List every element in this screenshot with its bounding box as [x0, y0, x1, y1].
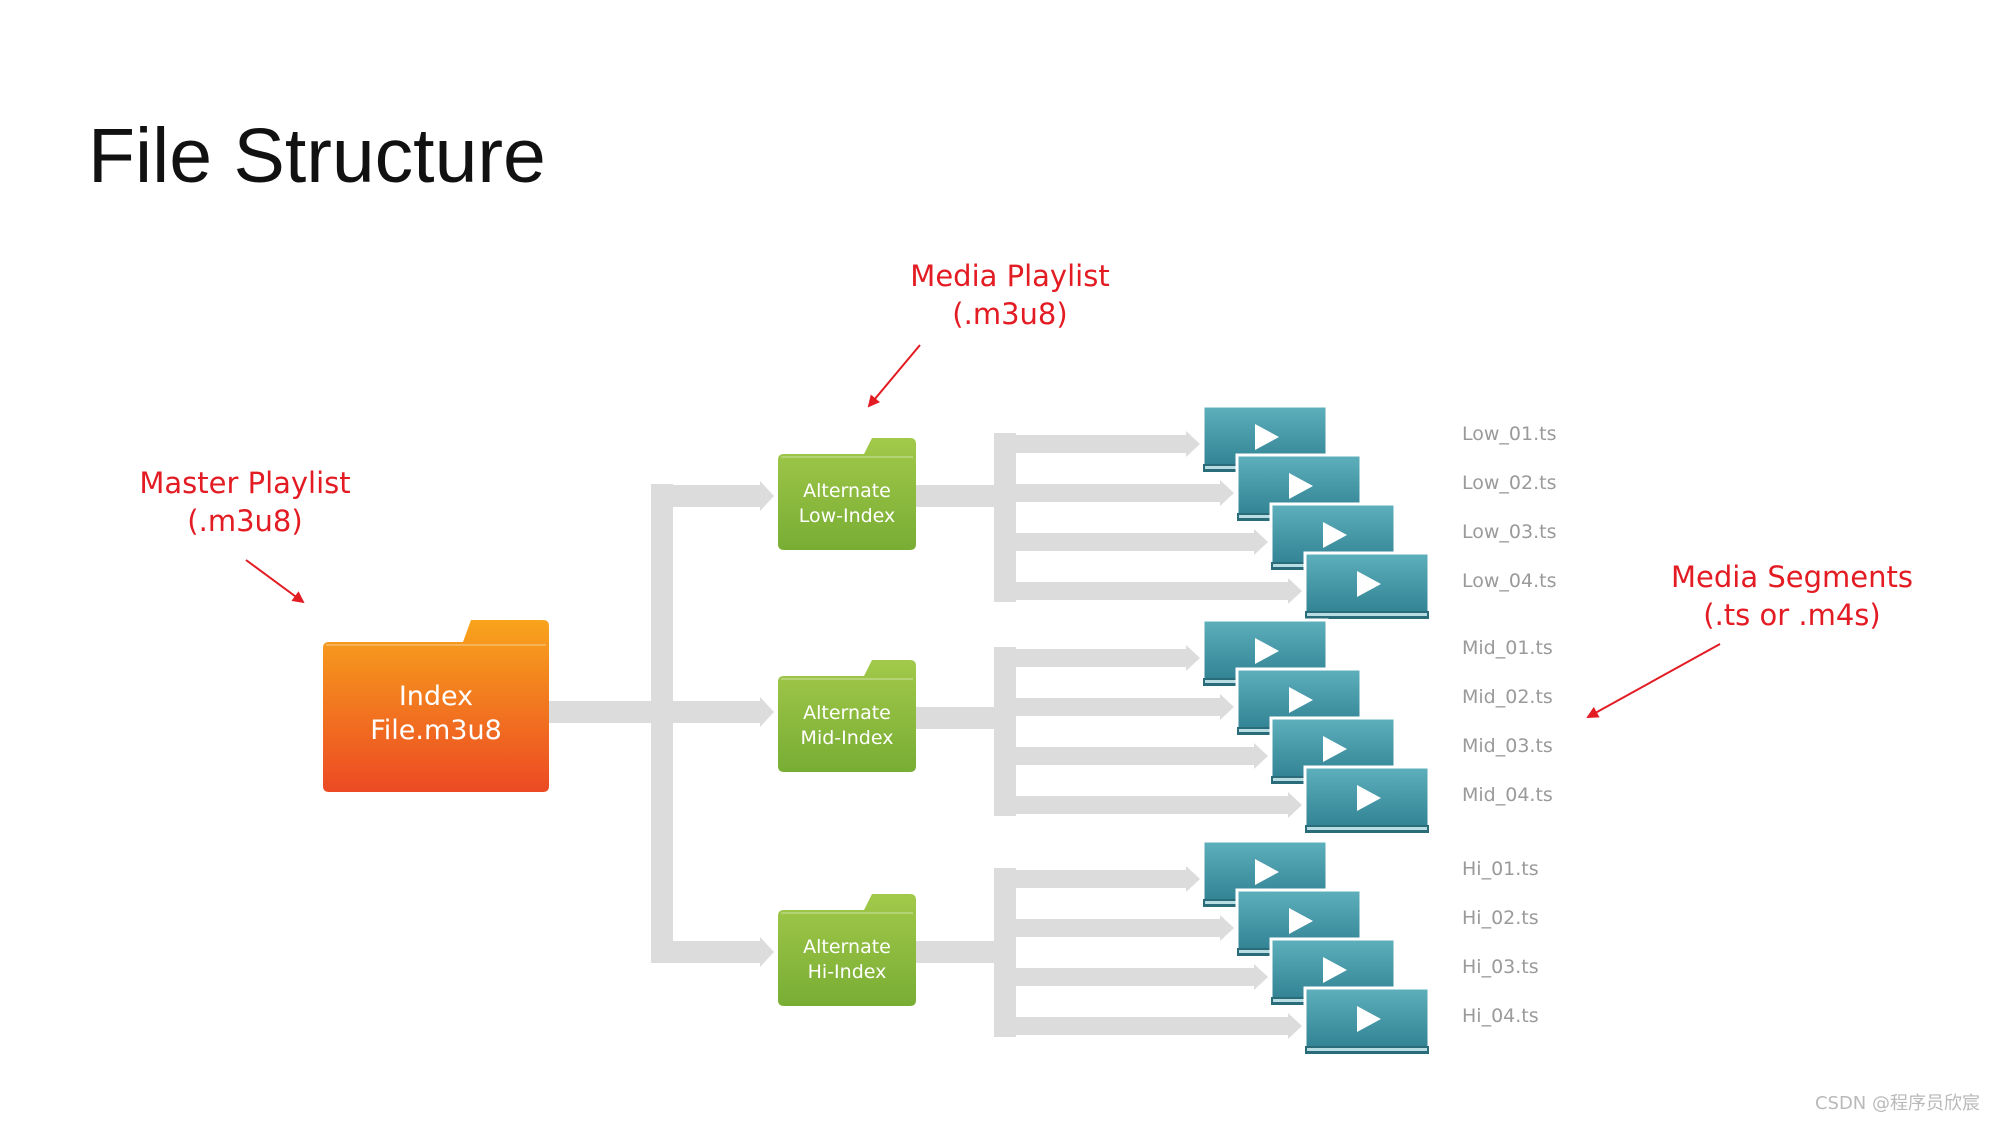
master-folder-label: File.m3u8 [370, 715, 502, 746]
connector-lines [549, 431, 1302, 1039]
video-play-icon [1323, 957, 1347, 983]
master-playlist-annotation: (.m3u8) [187, 504, 302, 538]
video-play-icon [1255, 859, 1279, 885]
media-playlist-annotation: (.m3u8) [952, 297, 1067, 331]
segment-filename: Low_04.ts [1462, 570, 1556, 592]
video-play-icon [1255, 638, 1279, 664]
folder-icon [778, 438, 916, 550]
video-play-icon [1255, 424, 1279, 450]
segment-filename: Mid_03.ts [1462, 735, 1553, 757]
segment-filename: Mid_02.ts [1462, 686, 1553, 708]
media-segments-arrow [1586, 643, 1721, 718]
media-segment-tile [1303, 765, 1431, 835]
playlist-folder-label: Mid-Index [801, 727, 894, 749]
segment-filename: Hi_04.ts [1462, 1005, 1539, 1027]
folder-icon [778, 660, 916, 772]
folder-icon [778, 894, 916, 1006]
video-play-icon [1323, 736, 1347, 762]
master-folder-label: Index [399, 681, 473, 712]
video-play-icon [1289, 473, 1313, 499]
segment-filename: Mid_01.ts [1462, 637, 1553, 659]
video-play-icon [1323, 522, 1347, 548]
playlist-folder-label: Hi-Index [808, 961, 887, 983]
playlist-folder-label: Alternate [803, 480, 891, 502]
playlist-folder-label: Alternate [803, 936, 891, 958]
media-segment-tile [1303, 986, 1431, 1056]
master-playlist-arrow [245, 559, 305, 604]
segment-filename: Low_02.ts [1462, 472, 1556, 494]
segment-filename: Low_03.ts [1462, 521, 1556, 543]
slide-title: File Structure [88, 113, 546, 199]
segment-filename: Mid_04.ts [1462, 784, 1553, 806]
master-playlist-annotation: Master Playlist [139, 466, 350, 500]
video-play-icon [1357, 1006, 1381, 1032]
segment-filename: Hi_02.ts [1462, 907, 1539, 929]
media-playlist-annotation: Media Playlist [910, 259, 1109, 293]
media-segment-tile [1303, 551, 1431, 621]
playlist-folder-label: Low-Index [799, 505, 896, 527]
folder-icon [323, 620, 549, 792]
watermark: CSDN @程序员欣宸 [1814, 1093, 1980, 1114]
segment-filename: Low_01.ts [1462, 423, 1556, 445]
segment-filename: Hi_01.ts [1462, 858, 1539, 880]
video-play-icon [1357, 785, 1381, 811]
video-play-icon [1289, 908, 1313, 934]
segment-filename: Hi_03.ts [1462, 956, 1539, 978]
video-play-icon [1289, 687, 1313, 713]
media-playlist-arrow [867, 344, 921, 408]
media-segments-annotation: Media Segments [1671, 560, 1913, 594]
playlist-folder-label: Alternate [803, 702, 891, 724]
media-segments-annotation: (.ts or .m4s) [1703, 598, 1880, 632]
video-play-icon [1357, 571, 1381, 597]
